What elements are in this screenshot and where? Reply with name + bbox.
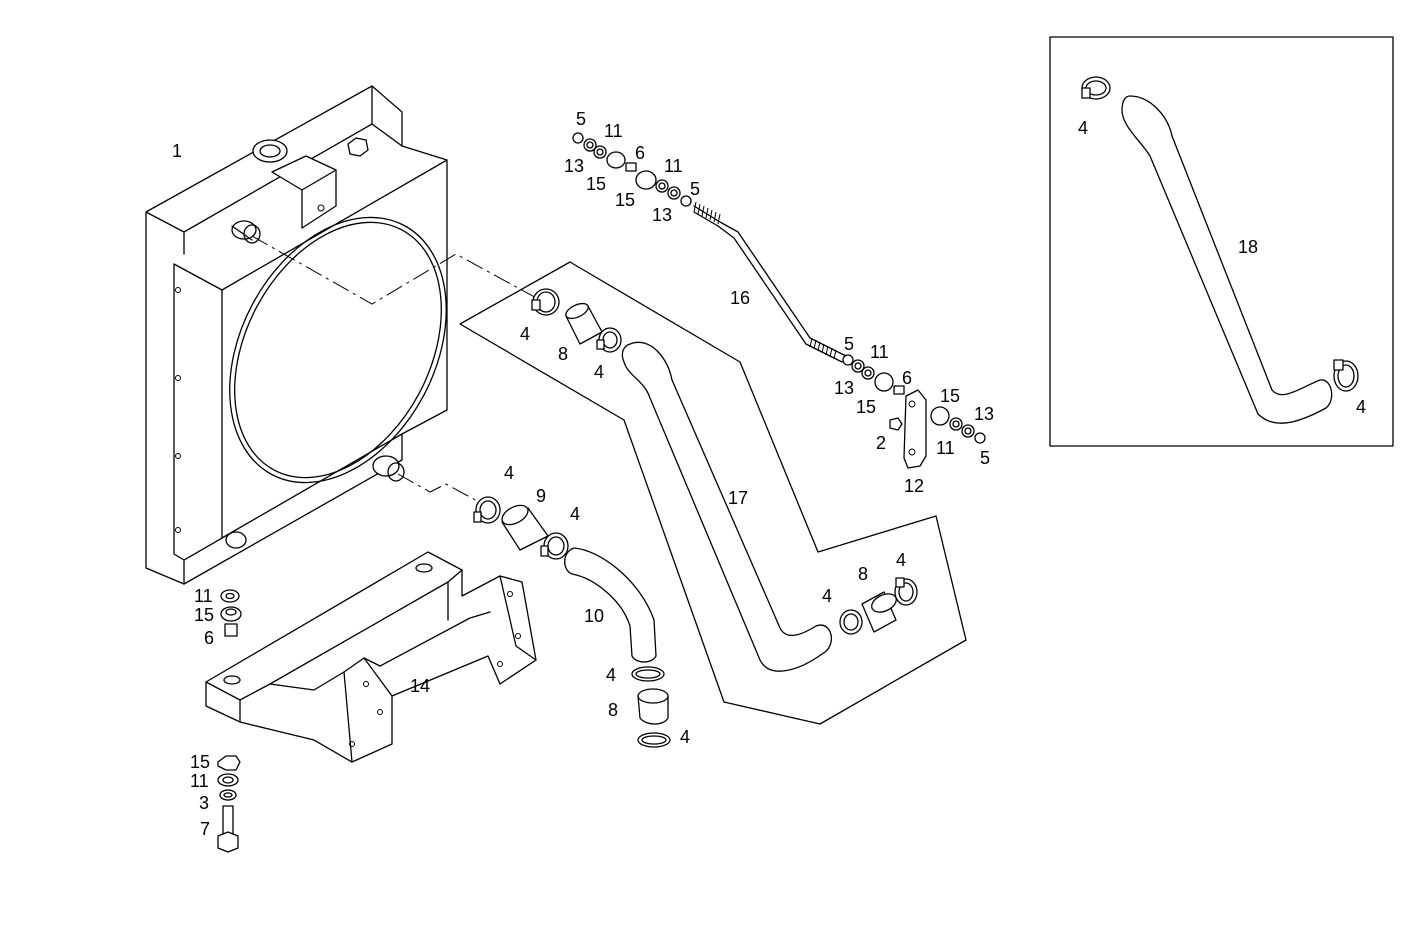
- label-6: 6: [635, 143, 645, 163]
- label-3: 3: [199, 793, 209, 813]
- label-4: 4: [822, 586, 832, 606]
- label-4: 4: [504, 463, 514, 483]
- lower-hose-group: [473, 496, 671, 748]
- label-5: 5: [844, 334, 854, 354]
- label-10: 10: [584, 606, 604, 626]
- label-4: 4: [570, 504, 580, 524]
- label-9: 9: [536, 486, 546, 506]
- label-4: 4: [594, 362, 604, 382]
- fasteners-upper: [220, 589, 242, 637]
- label-5: 5: [690, 179, 700, 199]
- support-frame: [205, 551, 537, 763]
- label-4: 4: [1356, 397, 1366, 417]
- label-11: 11: [604, 121, 623, 141]
- label-4: 4: [896, 550, 906, 570]
- label-18: 18: [1238, 237, 1258, 257]
- label-4: 4: [1078, 118, 1088, 138]
- label-13: 13: [834, 378, 854, 398]
- label-8: 8: [558, 344, 568, 364]
- label-13: 13: [974, 404, 994, 424]
- label-4: 4: [680, 727, 690, 747]
- label-4: 4: [520, 324, 530, 344]
- fasteners-lower: [217, 755, 241, 853]
- upper-pipe-group: [459, 261, 967, 725]
- label-16: 16: [730, 288, 750, 308]
- label-8: 8: [608, 700, 618, 720]
- label-15: 15: [940, 386, 960, 406]
- label-7: 7: [200, 819, 210, 839]
- label-6: 6: [204, 628, 214, 648]
- label-11: 11: [194, 586, 213, 606]
- label-5: 5: [980, 448, 990, 468]
- label-2: 2: [876, 433, 886, 453]
- inset-hose-box: [1049, 36, 1394, 447]
- label-12: 12: [904, 476, 924, 496]
- label-15: 15: [194, 605, 214, 625]
- label-14: 14: [410, 676, 430, 696]
- label-11: 11: [936, 438, 955, 458]
- label-8: 8: [858, 564, 868, 584]
- label-15: 15: [190, 752, 210, 772]
- label-13: 13: [564, 156, 584, 176]
- label-6: 6: [902, 368, 912, 388]
- radiator: [145, 85, 541, 585]
- label-13: 13: [652, 205, 672, 225]
- label-17: 17: [728, 488, 748, 508]
- part-labels: 1 5 11 13 15 6 11 5 15 13 16 4 8 4 5 11 …: [172, 109, 1366, 839]
- label-15: 15: [586, 174, 606, 194]
- label-5: 5: [576, 109, 586, 129]
- label-11: 11: [870, 342, 889, 362]
- label-11: 11: [664, 156, 683, 176]
- label-15: 15: [615, 190, 635, 210]
- label-11: 11: [190, 771, 209, 791]
- breather-pipe: [572, 132, 986, 469]
- label-4: 4: [606, 665, 616, 685]
- label-1: 1: [172, 141, 182, 161]
- label-15: 15: [856, 397, 876, 417]
